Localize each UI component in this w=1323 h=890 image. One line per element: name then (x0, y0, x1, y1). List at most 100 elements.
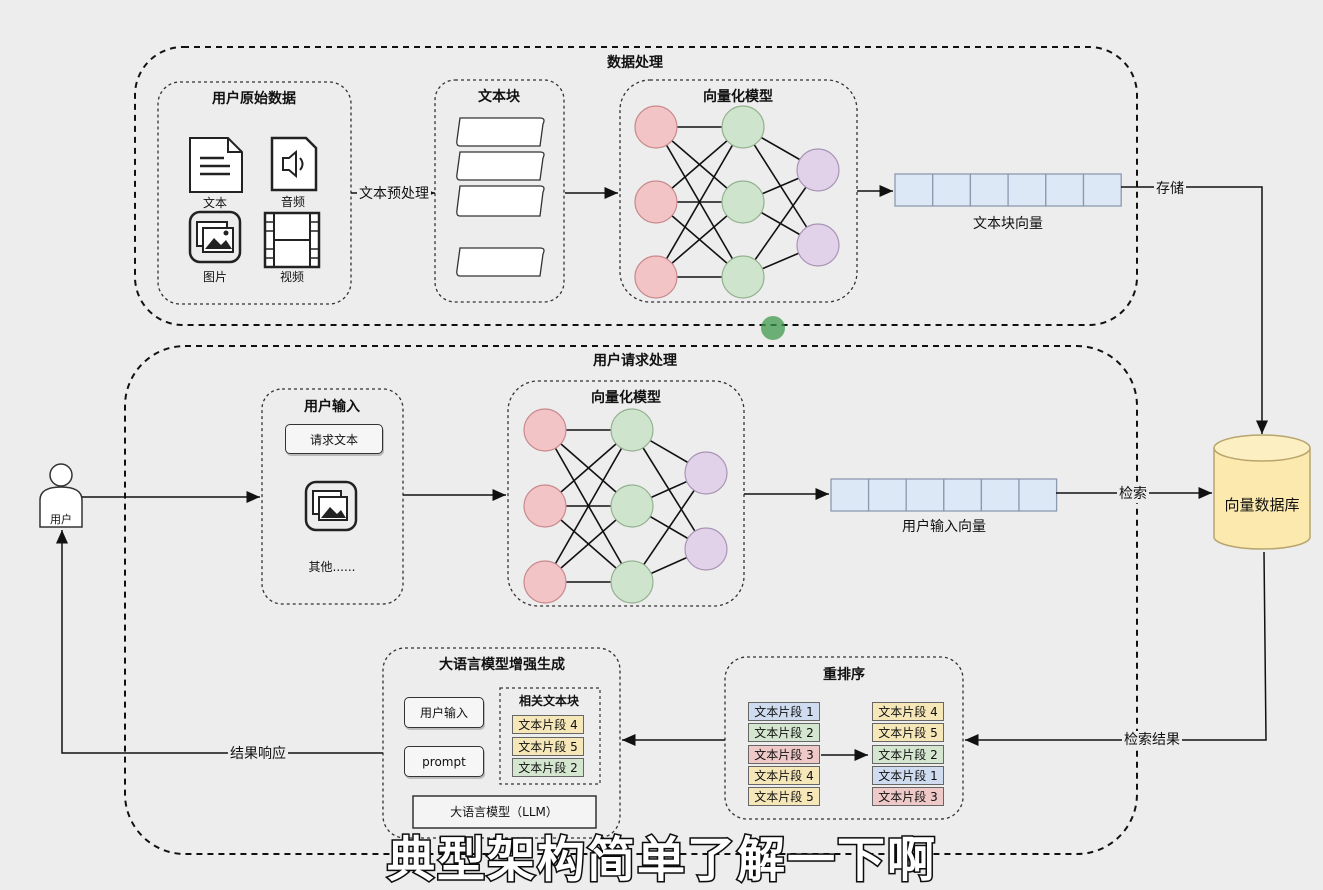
text-block-vector-bar (894, 173, 1122, 207)
vector-model-title-bottom: 向量化模型 (591, 390, 661, 406)
rerank-title: 重排序 (823, 667, 865, 683)
raw-data-title: 用户原始数据 (212, 91, 296, 107)
text-segment: 文本片段 1 (748, 702, 820, 721)
nn-node (610, 560, 654, 604)
nn-node (684, 527, 728, 571)
llm-box (382, 647, 621, 839)
nn-node (796, 148, 840, 192)
text-block-shapes (456, 117, 545, 277)
nn-node (796, 223, 840, 267)
nn-node (684, 451, 728, 495)
text-block-shape (456, 247, 545, 277)
text-segment: 文本片段 4 (512, 715, 584, 734)
text-segment: 文本片段 2 (512, 758, 584, 777)
arrow-db-to-rerank (965, 551, 1267, 746)
nn-bottom-nodes (523, 408, 728, 604)
nn-node (634, 105, 678, 149)
nn-top-nodes (634, 105, 840, 299)
text-segment: 文本片段 3 (748, 744, 820, 764)
llm-model-box (412, 795, 597, 829)
text-segment: 文本片段 3 (872, 787, 944, 807)
vector-db-label: 向量数据库 (1224, 496, 1300, 514)
llm-user-input-box: 用户输入 (404, 697, 484, 728)
audio-file-icon (270, 136, 318, 192)
edge-label-retrieve: 检索 (1117, 485, 1149, 503)
arrow-store-to-db (1121, 186, 1268, 434)
edge-label-retrieve-result: 检索结果 (1122, 731, 1182, 749)
text-segment: 文本片段 2 (748, 723, 820, 743)
vector-cell (1007, 173, 1047, 207)
vector-cell (980, 478, 1020, 512)
user-request-container (124, 345, 1138, 855)
edge-label-preprocess: 文本预处理 (357, 185, 431, 203)
data-processing-container (134, 46, 1138, 326)
text-block-shape (456, 151, 545, 181)
text-block-vector-label: 文本块向量 (973, 216, 1043, 232)
raw-item-image: 图片 (202, 270, 228, 284)
user-input-image-icon (304, 480, 358, 532)
user-input-title: 用户输入 (304, 399, 360, 415)
image-icon (188, 210, 242, 264)
vector-cell (1082, 173, 1122, 207)
nn-node (523, 408, 567, 452)
nn-node (634, 255, 678, 299)
text-block-title: 文本块 (478, 89, 520, 105)
nn-node (523, 484, 567, 528)
user-label: 用户 (50, 513, 72, 526)
vector-cell (943, 478, 983, 512)
text-segment: 文本片段 4 (748, 765, 820, 785)
vector-cell (867, 478, 907, 512)
raw-item-video: 视频 (279, 270, 305, 284)
vector-cell (1045, 173, 1085, 207)
request-text-box: 请求文本 (285, 424, 383, 454)
raw-item-text: 文本 (202, 196, 228, 210)
vector-cell (1018, 478, 1058, 512)
vector-cell (830, 478, 870, 512)
text-segment: 文本片段 5 (748, 787, 820, 807)
section-title-user-request: 用户请求处理 (593, 353, 677, 369)
nn-node (610, 408, 654, 452)
edge-label-result: 结果响应 (228, 745, 288, 763)
rerank-box (724, 656, 964, 820)
llm-model-label: 大语言模型（LLM） (450, 805, 558, 819)
text-block-box (434, 79, 565, 303)
vector-cell (969, 173, 1009, 207)
nn-node (721, 105, 765, 149)
text-segment: 文本片段 2 (872, 744, 944, 764)
text-segment: 文本片段 1 (872, 765, 944, 785)
text-segment: 文本片段 4 (872, 702, 944, 721)
user-input-box (261, 388, 404, 605)
video-icon (263, 211, 321, 269)
raw-data-box (157, 81, 352, 305)
user-input-vector-bar (830, 478, 1058, 512)
user-input-vector-label: 用户输入向量 (902, 519, 986, 535)
nn-node (610, 484, 654, 528)
vector-model-title-top: 向量化模型 (703, 89, 773, 105)
text-block-shape (456, 185, 545, 217)
vector-cell (894, 173, 934, 207)
text-file-icon (189, 137, 243, 193)
vector-cell (932, 173, 972, 207)
vector-cell (905, 478, 945, 512)
nn-node (721, 180, 765, 224)
text-segment: 文本片段 5 (872, 723, 944, 743)
text-segment: 文本片段 5 (512, 736, 584, 756)
related-blocks-box (499, 687, 601, 785)
pointer-highlight (761, 316, 785, 340)
related-blocks-title: 相关文本块 (518, 694, 580, 708)
video-subtitle: 典型架构简单了解一下啊 (385, 831, 938, 890)
llm-prompt-box: prompt (404, 746, 484, 777)
user-person-icon (39, 463, 83, 528)
vector-database-icon (1213, 434, 1311, 550)
raw-item-audio: 音频 (280, 195, 306, 209)
edge-label-store: 存储 (1154, 180, 1186, 198)
nn-node (721, 255, 765, 299)
nn-node (523, 560, 567, 604)
text-block-shape (456, 117, 545, 147)
user-input-other: 其他...... (308, 560, 356, 574)
vector-model-box-top (619, 79, 858, 303)
nn-node (634, 180, 678, 224)
section-title-data-processing: 数据处理 (607, 55, 663, 71)
vector-model-box-bottom (507, 380, 745, 607)
